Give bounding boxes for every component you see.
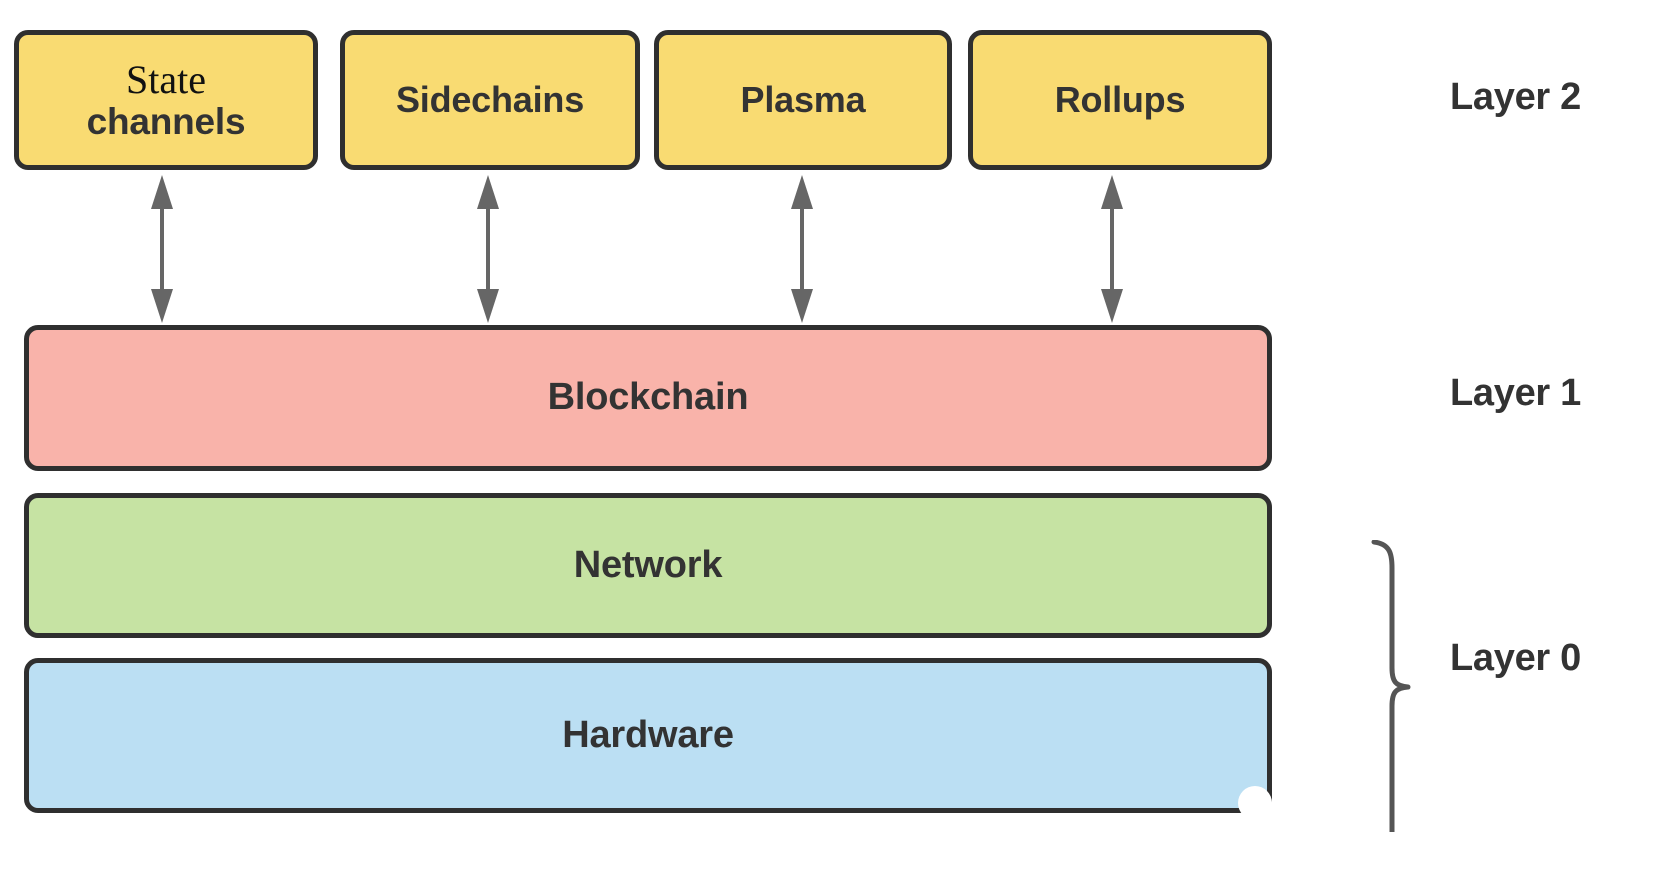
state-channels-text: State channels: [87, 58, 246, 141]
layer2-box-sidechains: Sidechains: [340, 30, 640, 170]
layer2-box-plasma: Plasma: [654, 30, 952, 170]
layer-label-layer-0: Layer 0: [1450, 637, 1581, 679]
layer0-curly-brace: [1371, 540, 1411, 832]
hardware-corner-notch-artifact: [1238, 786, 1272, 820]
layer2-box-rollups: Rollups: [968, 30, 1272, 170]
network-label: Network: [573, 543, 723, 586]
layer0-box-hardware: Hardware: [24, 658, 1272, 813]
layer1-box-blockchain: Blockchain: [24, 325, 1272, 471]
layer2-box-state-channels: State channels: [14, 30, 318, 170]
arrow-state-channels-to-blockchain: [151, 175, 173, 323]
plasma-label: Plasma: [740, 78, 866, 120]
layer0-box-network: Network: [24, 493, 1272, 638]
arrow-rollups-to-blockchain: [1101, 175, 1123, 323]
layer-label-layer-1: Layer 1: [1450, 372, 1581, 414]
layer-label-layer-2: Layer 2: [1450, 76, 1581, 118]
arrow-plasma-to-blockchain: [791, 175, 813, 323]
sidechains-label: Sidechains: [395, 78, 585, 120]
state-channels-line2: channels: [86, 100, 246, 142]
blockchain-label: Blockchain: [547, 376, 749, 419]
hardware-label: Hardware: [562, 713, 734, 756]
rollups-label: Rollups: [1054, 78, 1186, 120]
state-channels-line1: State: [126, 57, 206, 103]
arrow-sidechains-to-blockchain: [477, 175, 499, 323]
